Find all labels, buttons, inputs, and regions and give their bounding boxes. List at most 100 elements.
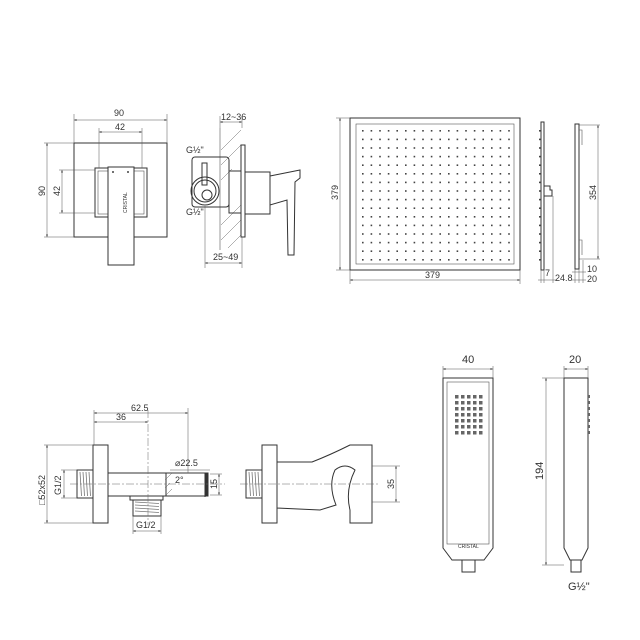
dim-bracket-offset: 10 [587,264,597,274]
nozzle-dot [396,164,398,166]
hand-nozzle [455,413,459,417]
nozzle-dot [499,181,502,184]
nozzle-dot [473,130,476,132]
nozzle-dot [430,181,433,184]
nozzle-dot [362,207,364,209]
nozzle-dot [413,190,416,192]
nozzle-dot [430,173,433,175]
shower-head-side-views: 354 7 24.8 10 20 [538,121,600,284]
nozzle-dot [396,241,398,244]
nozzle-dot [413,241,416,244]
hand-nozzle [461,419,465,423]
nozzle-dot [456,173,459,175]
nozzle-dot [508,259,510,261]
nozzle-dot [362,233,364,235]
nozzle-dot [491,173,493,175]
nozzle-dot [491,216,493,218]
nozzle-dot [465,130,467,132]
nozzle-dot [499,130,502,132]
nozzle-dot [413,130,416,132]
dim-projection: 25~49 [213,252,238,262]
nozzle-dot [482,207,484,209]
outlet-fitting [190,176,220,206]
nozzle-dot [430,216,433,218]
dim-head-height: 379 [330,185,340,200]
hand-nozzle [461,431,465,435]
nozzle-dot [508,250,510,252]
dim-width: 90 [114,108,124,118]
nozzle-dot [465,233,467,235]
nozzle-dot [396,259,398,261]
nozzle-dot [362,216,364,218]
nozzle-dot [491,138,493,141]
nozzle-dot [370,130,373,132]
nozzle-dot [422,250,424,252]
dim-hand-depth: 20 [569,354,581,366]
nozzle-dot [405,207,407,209]
nozzle-dot [362,224,364,227]
nozzle-dot [430,259,433,261]
nozzle-dot [499,207,502,209]
nozzle-dot [362,164,364,166]
nozzle-dot [448,130,450,132]
nozzle-dot [439,198,441,201]
nozzle-dot [482,138,484,141]
nozzle-dot [456,130,459,132]
nozzle-dot [396,233,398,235]
nozzle-dot [379,190,381,192]
nozzle-dot [422,241,424,244]
nozzle-dot [491,147,493,149]
nozzle-dot [482,181,484,184]
nozzle-dot [405,216,407,218]
nozzle-dot [456,250,459,252]
nozzle-dot [387,233,390,235]
nozzle-dot [448,138,450,141]
hand-nozzle [461,401,465,405]
nozzle-dot [465,155,467,158]
nozzle-dot [413,198,416,201]
nozzle-dot [491,190,493,192]
nozzle-dot [362,241,364,244]
nozzle-dot [413,155,416,158]
nozzle-dot [508,155,510,158]
nozzle-dot [448,207,450,209]
nozzle-dot [379,147,381,149]
nozzle-dot [422,173,424,175]
dim-holder-height: 35 [386,479,396,489]
nozzle-dot [405,241,407,244]
nozzle-dot [387,173,390,175]
nozzle-dot [499,224,502,227]
nozzle-dot [422,207,424,209]
hand-shower-front [442,377,494,561]
nozzle-dot [379,138,381,141]
nozzle-dot [387,138,390,141]
nozzle-dot [396,130,398,132]
nozzle-dot [465,198,467,201]
nozzle-dot [422,155,424,158]
nozzle-dot [473,190,476,192]
hand-nozzle [467,407,471,411]
nozzle-dot [396,138,398,141]
nozzle-dot [448,147,450,149]
nozzle-dot [396,224,398,227]
nozzle-dot [508,130,510,132]
nozzle-dot [456,241,459,244]
nozzle-dot [473,173,476,175]
nozzle-dot [491,224,493,227]
nozzle-dot [482,173,484,175]
nozzle-dot [456,216,459,218]
dim-depth: 24.8 [555,273,573,283]
wall-outlet-view: 62.5 36 ⌀22.5 2° 15 G1/2 □52x52 G1/2 [37,403,225,534]
nozzle-dot [370,155,373,158]
nozzle-dot [508,233,510,235]
label-inlet-top: G½" [186,145,204,155]
nozzle-dot [422,259,424,261]
hand-nozzle [455,407,459,411]
nozzle-dot [448,259,450,261]
nozzle-dot [439,147,441,149]
nozzle-dot [465,259,467,261]
nozzle-dot [405,250,407,252]
nozzle-dot [422,198,424,201]
nozzle-dot [439,207,441,209]
